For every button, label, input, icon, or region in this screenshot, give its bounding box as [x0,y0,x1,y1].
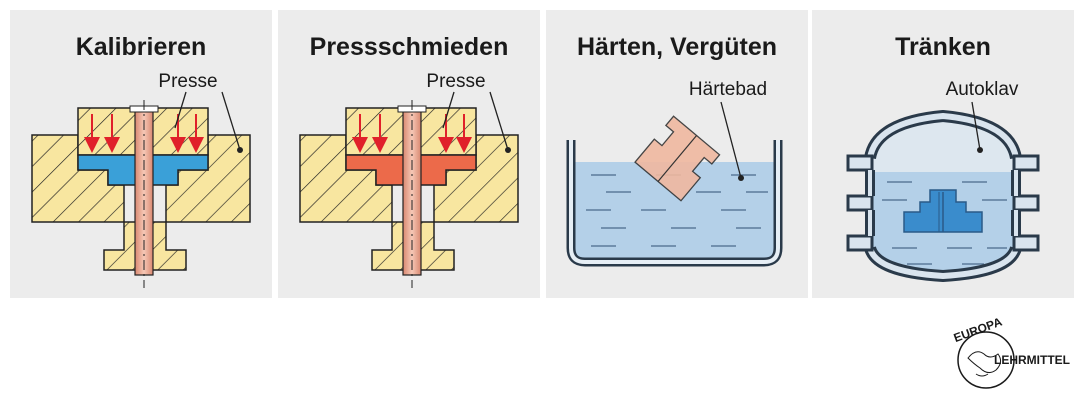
panel-title: Tränken [895,33,991,61]
panel-label: Presse [426,71,485,92]
logo-side-text: LEHRMITTEL [994,353,1070,367]
panel-kalibrieren: Kalibrieren Presse [10,10,272,298]
europa-lehrmittel-logo: EUROPA LEHRMITTEL [952,318,1070,389]
panel-pressschmieden: Pressschmieden Presse [278,10,540,298]
panel-label: Härtebad [689,79,767,100]
panel-title: Pressschmieden [310,33,509,61]
workpiece [634,115,721,202]
panel-haerten: Härten, Vergüten Härtebad [546,10,808,298]
panel-title: Kalibrieren [76,33,207,61]
panel-label: Autoklav [946,79,1019,100]
panel-title: Härten, Vergüten [577,33,777,61]
panel-traenken: Tränken Autoklav [812,10,1074,298]
hardening-bath-liquid [571,162,778,262]
panel-label: Presse [158,71,217,92]
